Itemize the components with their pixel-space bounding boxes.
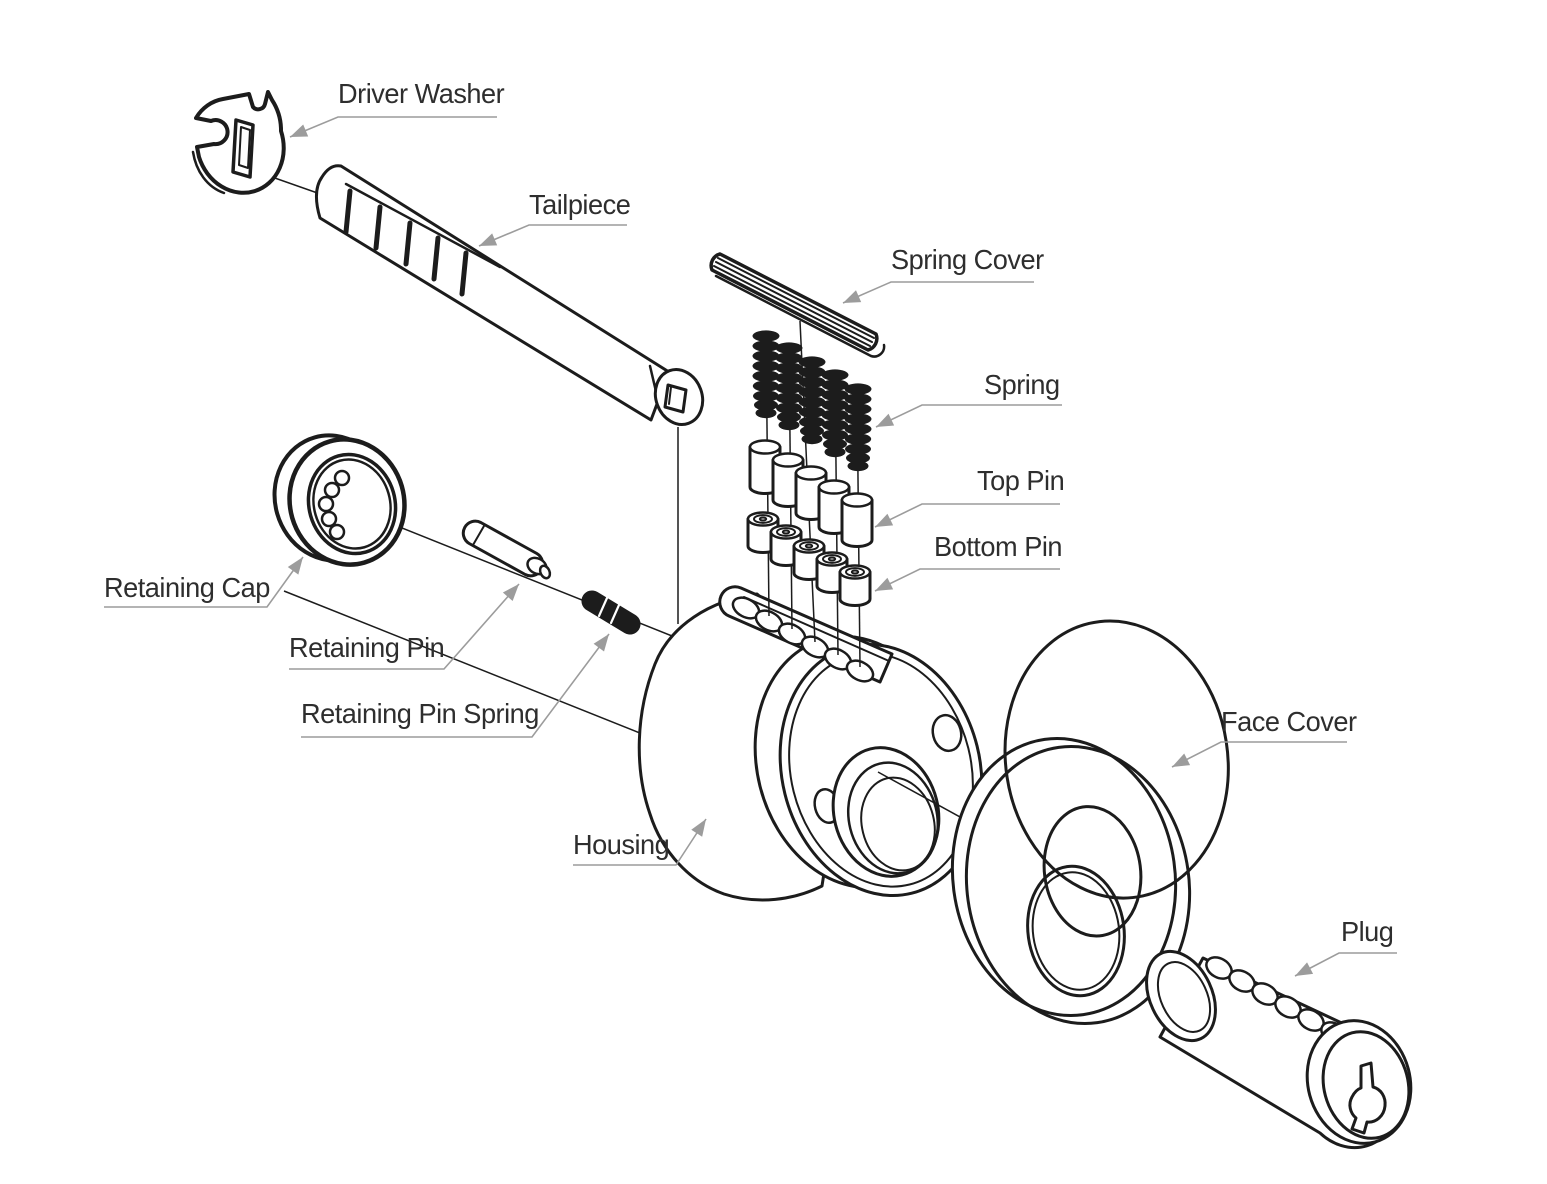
leader-lines [104,116,1397,977]
spring-part [752,330,780,419]
top-pin-part [840,492,874,548]
leader-driver-washer [289,116,497,138]
leader-plug [1294,952,1397,977]
retaining-pin-part [461,519,552,580]
label-tailpiece: Tailpiece [529,189,631,220]
spring-part [775,342,803,431]
label-retaining-cap: Retaining Cap [104,572,270,603]
label-driver-washer: Driver Washer [338,78,505,109]
label-plug: Plug [1341,916,1394,947]
label-spring: Spring [984,369,1060,400]
label-retaining-pin: Retaining Pin [289,632,445,663]
retaining-cap-part [272,433,407,567]
bottom-pin-part [838,564,872,607]
label-retaining-pin-spring: Retaining Pin Spring [301,698,539,729]
spring-part [821,369,849,458]
spring-cover-part [709,252,886,358]
leader-retaining-pin [289,583,520,670]
label-spring-cover: Spring Cover [891,244,1044,275]
axis-line [283,590,656,740]
tailpiece-part [315,164,705,624]
leader-bottom-pin [874,568,1060,592]
label-top-pin: Top Pin [977,465,1065,496]
face-cover-part [950,619,1230,1026]
label-face-cover: Face Cover [1221,706,1357,737]
leader-spring [875,404,1062,428]
label-bottom-pin: Bottom Pin [934,531,1062,562]
spring-part [798,356,826,445]
leader-face-cover [1171,741,1347,768]
leader-retaining-pin-spring [301,633,610,738]
driver-washer-part [191,90,286,195]
leader-housing [573,818,707,866]
retaining-pin-spring-part [581,590,641,635]
spring-part [844,383,872,472]
leader-retaining-cap [104,556,304,608]
leader-spring-cover [842,281,1034,304]
leader-top-pin [874,503,1060,528]
keyway [1348,1061,1387,1135]
plug-part [1145,949,1413,1150]
leader-tailpiece [478,224,627,247]
label-housing: Housing [573,829,670,860]
